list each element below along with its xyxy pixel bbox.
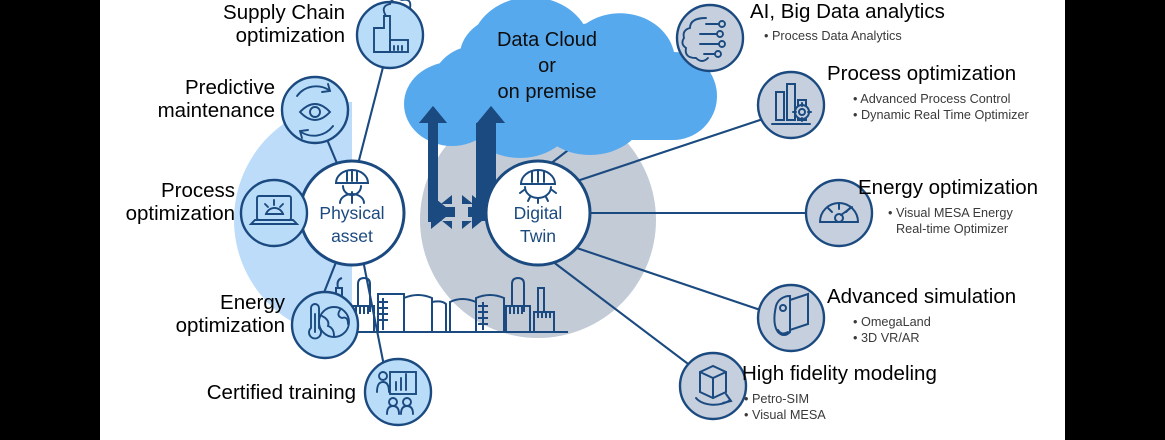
node-physical-asset-line1: Physical	[319, 203, 384, 223]
training-board-icon	[376, 371, 417, 415]
label-line: Certified training	[206, 381, 356, 404]
bullet-item: • Visual MESA	[744, 408, 826, 423]
eye-cycle-icon	[296, 83, 334, 139]
laptop-gear-icon	[248, 195, 300, 225]
cloud-line-2: or	[538, 55, 556, 77]
helmet-gear-icon	[519, 169, 557, 204]
label-high-fidelity-modeling: High fidelity modeling • Petro-SIM • Vis…	[742, 362, 937, 423]
bullet-item: • Advanced Process Control	[853, 91, 1011, 106]
bullet-item: • Process Data Analytics	[764, 28, 902, 43]
label-energy-optimization-left: Energy optimization	[100, 291, 285, 338]
gauge-icon	[819, 202, 859, 223]
node-physical-asset[interactable]: Physical asset	[298, 159, 406, 267]
label-line: maintenance	[157, 98, 275, 122]
icon-supply-chain-optimization[interactable]	[355, 0, 425, 70]
cloud-line-1: Data Cloud	[497, 29, 597, 51]
plant-right	[446, 276, 568, 333]
bullet-item: • OmegaLand	[853, 314, 931, 329]
label-supply-chain-optimization: Supply Chain optimization	[140, 1, 345, 48]
diagram-svg: Data Cloud or on premise	[234, 0, 874, 427]
node-digital-twin-line1: Digital	[514, 203, 563, 223]
bullet-item: • Petro-SIM	[744, 391, 810, 406]
label-process-optimization-left: Process optimization	[100, 179, 235, 226]
bullet-item: • Dynamic Real Time Optimizer	[853, 108, 1029, 123]
node-physical-asset-line2: asset	[331, 226, 373, 246]
label-line: Advanced simulation	[827, 285, 1017, 308]
label-line: optimization	[125, 201, 235, 225]
icon-process-optimization-left[interactable]	[239, 178, 309, 248]
icon-certified-training[interactable]	[363, 357, 433, 427]
label-line: Predictive	[184, 76, 275, 99]
label-line: AI, Big Data analytics	[750, 0, 945, 23]
label-line: Process optimization	[827, 62, 1017, 85]
icon-ai-big-data-analytics[interactable]	[675, 3, 745, 73]
icon-energy-optimization-left[interactable]	[290, 290, 360, 360]
label-line: Energy optimization	[858, 176, 1039, 199]
bullet-item: • Visual MESA Energy	[888, 205, 1013, 220]
data-cloud: Data Cloud or on premise	[404, 0, 717, 158]
bullet-item: • 3D VR/AR	[853, 331, 920, 346]
rotating-cube-icon	[695, 364, 733, 406]
bullet-item: Real-time Optimizer	[896, 222, 1009, 237]
label-process-optimization-right: Process optimization • Advanced Process …	[827, 62, 1029, 123]
node-digital-twin-line2: Twin	[520, 226, 556, 246]
bar-chart-gear-icon	[771, 83, 812, 125]
label-line: Process	[160, 179, 235, 202]
icon-process-optimization-right[interactable]	[756, 70, 826, 140]
label-certified-training: Certified training	[148, 381, 356, 405]
label-predictive-maintenance: Predictive maintenance	[100, 76, 275, 123]
cloud-line-3: on premise	[498, 81, 597, 103]
label-line: Energy	[220, 291, 285, 314]
label-line: optimization	[235, 23, 345, 47]
node-digital-twin[interactable]: Digital Twin	[484, 159, 592, 267]
thermometer-globe-icon	[308, 303, 350, 340]
icon-advanced-simulation[interactable]	[756, 283, 826, 353]
label-energy-optimization-right: Energy optimization • Visual MESA Energy…	[858, 176, 1039, 237]
label-ai-big-data-analytics: AI, Big Data analytics • Process Data An…	[750, 0, 945, 44]
brain-circuit-icon	[681, 17, 726, 62]
label-advanced-simulation: Advanced simulation • OmegaLand • 3D VR/…	[827, 285, 1017, 346]
label-line: High fidelity modeling	[742, 362, 937, 385]
worker-helmet-icon	[334, 169, 370, 204]
diagram-canvas: Data Cloud or on premise	[100, 0, 1065, 440]
icon-high-fidelity-modeling[interactable]	[678, 351, 748, 421]
icon-predictive-maintenance[interactable]	[280, 75, 350, 145]
label-line: Supply Chain	[223, 1, 345, 24]
icon-energy-optimization-right[interactable]	[804, 178, 874, 248]
exchange-arrows	[419, 106, 505, 229]
arrow-up-right	[462, 106, 505, 229]
factory-smoke-icon	[373, 0, 412, 53]
vr-headset-icon	[773, 292, 809, 336]
label-line: optimization	[175, 313, 285, 337]
